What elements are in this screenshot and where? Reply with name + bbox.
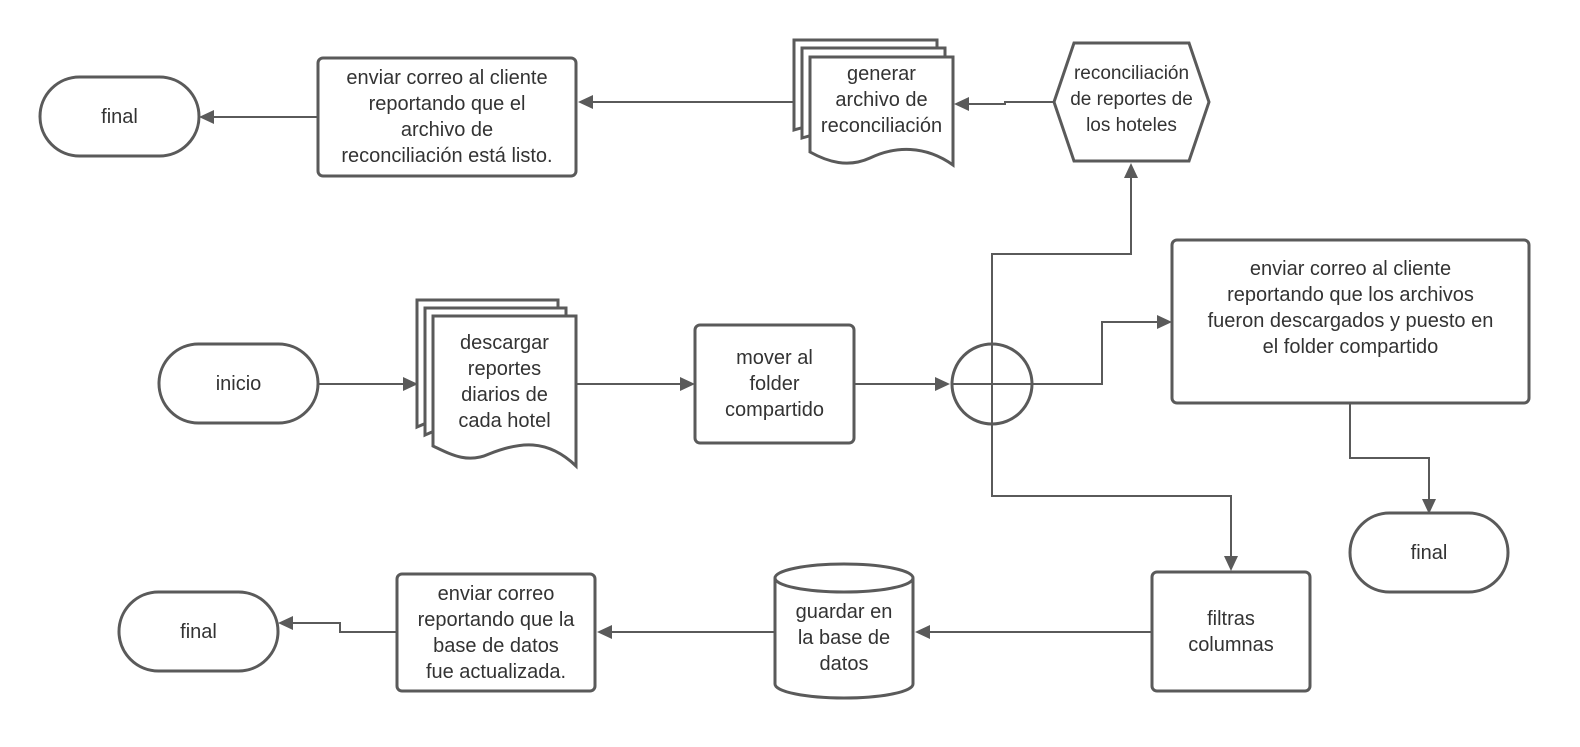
connector-correo-bd-final <box>293 622 397 633</box>
arrowhead <box>954 97 969 111</box>
label-final-bottom: final <box>180 620 217 643</box>
arrowhead <box>199 110 214 124</box>
label-reconciliacion: reconciliación de reportes de los hotele… <box>1070 63 1193 136</box>
multidocument-generar <box>792 38 955 168</box>
label-final-right: final <box>1410 541 1448 564</box>
multidocument-descargar <box>415 298 578 470</box>
connector-merge-filtras <box>991 424 1232 557</box>
process-correo-descargados <box>1170 238 1531 405</box>
preparation-reconciliacion <box>1052 41 1211 163</box>
summing-junction <box>950 342 1034 426</box>
connector-reconciliacion-generar <box>968 101 1053 105</box>
process-correo-reconciliacion <box>316 56 578 178</box>
connector-correo-descargados-final <box>1349 404 1430 500</box>
process-mover <box>693 323 856 445</box>
label-inicio: inicio <box>215 372 262 395</box>
label-generar: generar archivo de reconciliación <box>820 63 943 137</box>
label-filtras: filtras columnas <box>1188 607 1274 656</box>
arrowhead <box>578 95 593 109</box>
process-filtras <box>1150 570 1312 693</box>
connector-merge-reconciliacion <box>991 177 1132 344</box>
terminator-final-right <box>1348 511 1510 594</box>
label-correo-bd: enviar correo reportando que la base de … <box>417 582 575 683</box>
terminator-final-bottom <box>117 590 280 673</box>
arrowhead <box>1157 315 1172 329</box>
process-correo-bd <box>395 572 597 693</box>
arrowhead <box>680 377 695 391</box>
arrowhead <box>403 377 418 391</box>
terminator-inicio <box>157 342 320 425</box>
arrowhead <box>935 377 950 391</box>
arrowhead <box>278 616 293 630</box>
arrowhead <box>1422 499 1436 514</box>
connectors <box>199 95 1436 639</box>
arrowhead <box>1124 163 1138 178</box>
label-mover: mover al folder compartido <box>725 347 824 421</box>
arrowhead <box>1224 556 1238 571</box>
label-final-top: final <box>101 105 138 128</box>
arrowhead <box>597 625 612 639</box>
database-guardar <box>773 562 915 700</box>
arrowhead <box>915 625 930 639</box>
terminator-final-top <box>38 75 201 158</box>
label-guardar: guardar en la base de datos <box>795 601 893 675</box>
label-correo-reconciliacion: enviar correo al cliente reportando que … <box>341 67 553 167</box>
label-correo-descargados: enviar correo al cliente reportando que … <box>1207 258 1494 358</box>
label-descargar: descargar reportes diarios de cada hotel <box>458 332 551 432</box>
connector-merge-correo-descargados <box>1032 321 1158 385</box>
